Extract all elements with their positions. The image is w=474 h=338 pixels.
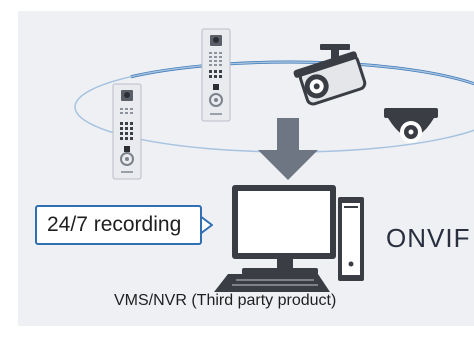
bullet-camera-icon <box>293 44 367 106</box>
recording-callout <box>35 205 202 245</box>
recording-label: 24/7 recording <box>47 213 182 236</box>
down-arrow-icon <box>258 118 318 180</box>
desktop-computer-icon <box>214 185 364 292</box>
onvif-logo: ONVIF <box>386 223 471 253</box>
door-station-icon <box>112 83 142 180</box>
dome-camera-icon <box>384 108 438 143</box>
vms-nvr-caption: VMS/NVR (Third party product) <box>114 292 337 309</box>
callout-pointer <box>199 215 213 235</box>
door-station-icon <box>201 28 231 122</box>
